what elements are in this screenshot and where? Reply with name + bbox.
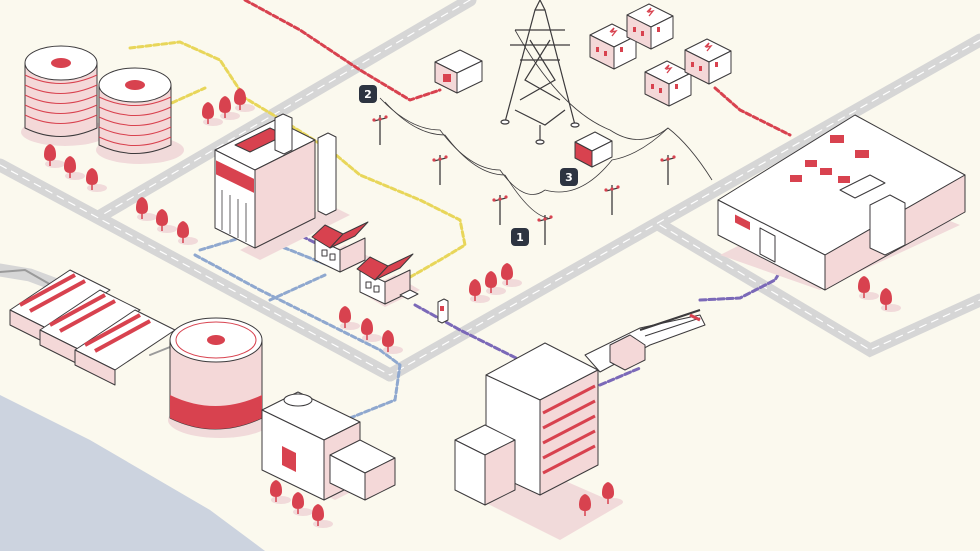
purple-cable: [283, 226, 792, 387]
marker-3-label: 3: [565, 171, 573, 184]
red-cable: [243, 0, 792, 137]
yellow-cable: [128, 40, 467, 282]
data-center-building: [717, 114, 966, 291]
yellow-cable-branch: [163, 86, 207, 108]
factory-building: [214, 113, 350, 260]
substation-box-3: [574, 131, 613, 168]
drilling-rig: [584, 309, 706, 373]
storage-tank: [168, 317, 272, 438]
marker-1[interactable]: 1: [511, 228, 529, 246]
house-1: [311, 221, 370, 273]
blue-cable-branch: [268, 273, 327, 302]
pump-house: [261, 391, 396, 501]
marker-2-label: 2: [364, 88, 372, 101]
marker-2[interactable]: 2: [359, 85, 377, 103]
water-body: [0, 395, 265, 551]
gas-tank-left: [21, 45, 109, 146]
substation-box-top: [434, 49, 483, 94]
power-lines: [379, 29, 713, 219]
road-network: [0, 0, 980, 382]
gas-tank-right: [96, 67, 184, 164]
house-2: [356, 253, 420, 307]
transmission-tower: [500, 0, 580, 145]
ev-charger: [437, 298, 449, 324]
cable-lines: [0, 0, 792, 422]
industrial-units: [9, 269, 176, 386]
marker-3[interactable]: 3: [560, 168, 578, 186]
marker-1-label: 1: [516, 231, 524, 244]
office-building: [454, 342, 620, 540]
